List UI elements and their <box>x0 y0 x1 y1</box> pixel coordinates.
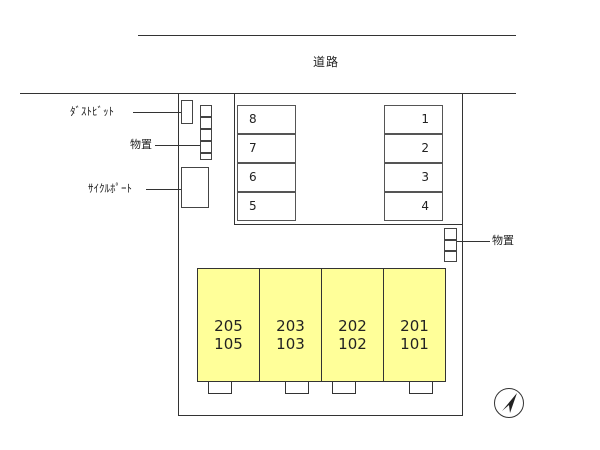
parking-space: 5 <box>237 192 296 221</box>
storage-left-section <box>200 141 212 153</box>
parking-area-left <box>234 93 235 225</box>
lot-boundary-right <box>462 93 463 416</box>
entrance-step <box>409 382 433 394</box>
road-edge-top <box>138 35 516 36</box>
entrance-step <box>332 382 356 394</box>
parking-space: 7 <box>237 134 296 163</box>
parking-space: 4 <box>384 192 443 221</box>
storage-left-section <box>200 105 212 117</box>
building-unit: 205 105 <box>197 268 260 382</box>
unit-number-lower: 102 <box>338 335 367 353</box>
parking-space: 6 <box>237 163 296 192</box>
storage-left-section <box>200 117 212 129</box>
storage-left-section <box>200 153 212 160</box>
dust-bin-label: ﾀﾞｽﾄﾋﾞｯﾄ <box>70 105 114 118</box>
storage-right-section <box>444 251 457 262</box>
storage-left-section <box>200 129 212 141</box>
building-unit: 201 101 <box>383 268 446 382</box>
storage-left-label: 物置 <box>130 138 152 151</box>
parking-space: 3 <box>384 163 443 192</box>
storage-left-leader <box>155 145 200 146</box>
unit-number-lower: 101 <box>400 335 429 353</box>
north-arrow-icon <box>494 388 524 418</box>
building-unit: 202 102 <box>321 268 384 382</box>
unit-numbers: 202 102 <box>322 317 383 353</box>
lot-boundary-left <box>178 93 179 416</box>
storage-right-leader <box>457 241 490 242</box>
unit-number-lower: 105 <box>214 335 243 353</box>
unit-numbers: 201 101 <box>384 317 445 353</box>
unit-number-lower: 103 <box>276 335 305 353</box>
unit-number-upper: 205 <box>214 317 243 335</box>
dust-bin <box>181 100 193 124</box>
road-edge-bottom <box>20 93 516 94</box>
bicycle-port-label: ｻｲｸﾙﾎﾟｰﾄ <box>88 182 132 195</box>
lot-boundary-bottom <box>178 415 463 416</box>
bicycle-port-leader <box>146 189 181 190</box>
storage-right-section <box>444 240 457 251</box>
unit-number-upper: 201 <box>400 317 429 335</box>
storage-right-label: 物置 <box>492 234 514 247</box>
road-label: 道路 <box>313 55 340 69</box>
parking-space: 8 <box>237 105 296 134</box>
entrance-step <box>208 382 232 394</box>
unit-numbers: 205 105 <box>198 317 259 353</box>
unit-number-upper: 202 <box>338 317 367 335</box>
parking-area-bottom <box>234 224 463 225</box>
entrance-step <box>285 382 309 394</box>
parking-space: 2 <box>384 134 443 163</box>
unit-numbers: 203 103 <box>260 317 321 353</box>
unit-number-upper: 203 <box>276 317 305 335</box>
parking-space: 1 <box>384 105 443 134</box>
dust-bin-leader <box>133 112 181 113</box>
storage-right-section <box>444 228 457 240</box>
bicycle-port <box>181 167 209 208</box>
building-unit: 203 103 <box>259 268 322 382</box>
